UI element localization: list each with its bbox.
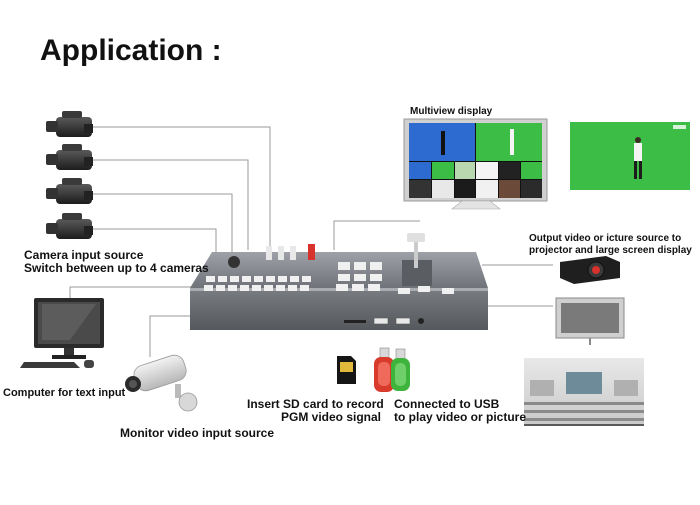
output-label-line1: Output video or icture source to — [529, 233, 682, 244]
camera-label-line2: Switch between up to 4 cameras — [24, 261, 209, 275]
program-output-display — [570, 122, 690, 190]
camera-3 — [46, 178, 93, 204]
camera-icons — [46, 111, 93, 239]
usb-label-line2: to play video or picture — [394, 410, 527, 424]
video-switcher-device — [190, 233, 488, 330]
camera-2-line — [92, 159, 249, 250]
camera-1 — [46, 111, 93, 137]
computer-label: Computer for text input — [3, 387, 126, 399]
output-label-line2: projector and large screen display — [529, 245, 692, 256]
sd-card-icon — [337, 356, 356, 384]
projector-icon — [560, 256, 620, 284]
multiview-line — [333, 220, 420, 250]
multiview-monitor — [403, 118, 548, 210]
sd-label-line1: Insert SD card to record — [247, 397, 384, 411]
camera-4 — [46, 213, 93, 239]
usb-label-line1: Connected to USB — [394, 397, 500, 411]
computer-icon — [20, 298, 104, 368]
connection-lines — [69, 126, 553, 357]
page-title: Application : — [40, 34, 222, 67]
lecture-hall-image — [524, 358, 644, 426]
large-screen-icon — [555, 297, 625, 345]
monitor-label: Monitor video input source — [120, 426, 275, 440]
camera-2 — [46, 144, 93, 170]
monitor-camera-line — [149, 315, 200, 357]
usb-stick-green-icon — [391, 348, 410, 391]
multiview-label: Multiview display — [410, 106, 493, 117]
computer-line — [69, 286, 195, 298]
cctv-camera-icon — [125, 354, 198, 412]
usb-stick-red-icon — [374, 347, 394, 392]
sd-label-line2: PGM video signal — [281, 410, 382, 424]
camera-3-line — [92, 193, 233, 252]
camera-4-line — [92, 228, 217, 256]
camera-label-line1: Camera input source — [24, 248, 144, 262]
camera-1-line — [92, 126, 271, 248]
